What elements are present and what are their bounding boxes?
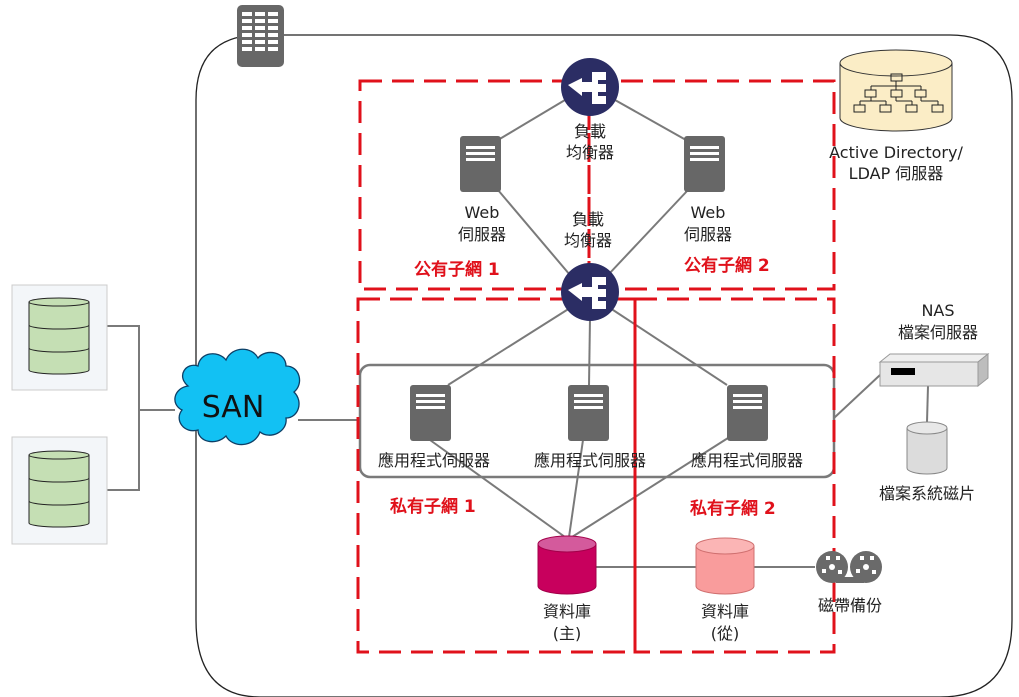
link-lbbottom-app2 bbox=[588, 317, 591, 387]
web-server-left-label-1: Web bbox=[465, 203, 500, 222]
public-subnet-2-label: 公有子網 2 bbox=[684, 255, 770, 276]
public-subnet-1-label: 公有子網 1 bbox=[414, 259, 500, 280]
load-balancer-bottom-label-1: 負載 bbox=[572, 210, 604, 229]
storage-array-1-icon bbox=[11, 284, 108, 391]
load-balancer-bottom-label-2: 均衡器 bbox=[564, 231, 612, 250]
link-app2-db bbox=[568, 439, 584, 538]
connectors bbox=[107, 99, 929, 568]
san-label: SAN bbox=[202, 390, 265, 425]
nas-label-2: 檔案伺服器 bbox=[898, 323, 978, 342]
link-webleft-lbbottom bbox=[497, 189, 571, 276]
app-server-2-label: 應用程式伺服器 bbox=[534, 451, 646, 470]
link-lbbottom-app3 bbox=[609, 307, 728, 386]
load-balancer-top-label-2: 均衡器 bbox=[566, 143, 614, 162]
link-app3-db bbox=[571, 437, 729, 538]
link-lbtop-webright bbox=[614, 99, 687, 141]
app-server-3-icon bbox=[727, 385, 768, 441]
database-slave-icon bbox=[695, 537, 755, 595]
nas-disk-label: 檔案系統磁片 bbox=[879, 484, 975, 503]
tape-backup-icon bbox=[816, 551, 882, 583]
app-server-1-icon bbox=[410, 385, 451, 441]
database-slave-label-2: (從) bbox=[711, 624, 740, 643]
active-directory-label-2: LDAP 伺服器 bbox=[849, 164, 944, 183]
link-storage-san bbox=[107, 325, 140, 491]
load-balancer-top-label-1: 負載 bbox=[574, 122, 606, 141]
public-subnet-2-box bbox=[587, 79, 836, 291]
web-server-right-label-2: 伺服器 bbox=[684, 225, 732, 244]
link-app1-db bbox=[429, 439, 566, 538]
app-server-2-icon bbox=[568, 385, 609, 441]
load-balancer-top-icon bbox=[561, 58, 619, 116]
app-server-1-label: 應用程式伺服器 bbox=[378, 451, 490, 470]
web-server-left-label-2: 伺服器 bbox=[458, 225, 506, 244]
database-master-icon bbox=[537, 535, 597, 595]
link-webright-lbbottom bbox=[607, 189, 689, 276]
link-appgroup-nas bbox=[833, 374, 881, 419]
database-slave-label-1: 資料庫 bbox=[701, 602, 749, 621]
nas-disk-icon bbox=[906, 421, 948, 475]
link-lbbottom-app1 bbox=[447, 307, 571, 386]
database-master-label-2: (主) bbox=[553, 624, 582, 643]
private-subnet-1-box bbox=[356, 297, 637, 654]
active-directory-label-1: Active Directory/ bbox=[829, 143, 963, 162]
link-nas-disk bbox=[926, 385, 929, 423]
datacenter-building-icon bbox=[237, 5, 284, 67]
private-subnet-1-label: 私有子網 1 bbox=[390, 496, 476, 517]
load-balancer-bottom-icon bbox=[561, 263, 619, 321]
web-server-right-icon bbox=[684, 136, 725, 192]
link-lbtop-webleft bbox=[497, 99, 566, 141]
private-subnet-2-box bbox=[633, 297, 836, 654]
database-master-label-1: 資料庫 bbox=[543, 602, 591, 621]
app-server-3-label: 應用程式伺服器 bbox=[691, 451, 803, 470]
web-server-right-label-1: Web bbox=[691, 203, 726, 222]
san-cloud-icon bbox=[174, 348, 301, 446]
private-subnet-2-label: 私有子網 2 bbox=[690, 498, 776, 519]
storage-array-2-icon bbox=[11, 436, 108, 545]
datacenter-boundary bbox=[195, 34, 1013, 697]
tape-backup-label: 磁帶備份 bbox=[818, 596, 882, 615]
nas-label-1: NAS bbox=[921, 301, 954, 320]
web-server-left-icon bbox=[460, 136, 501, 192]
active-directory-icon bbox=[839, 49, 953, 132]
nas-server-icon bbox=[878, 352, 990, 388]
